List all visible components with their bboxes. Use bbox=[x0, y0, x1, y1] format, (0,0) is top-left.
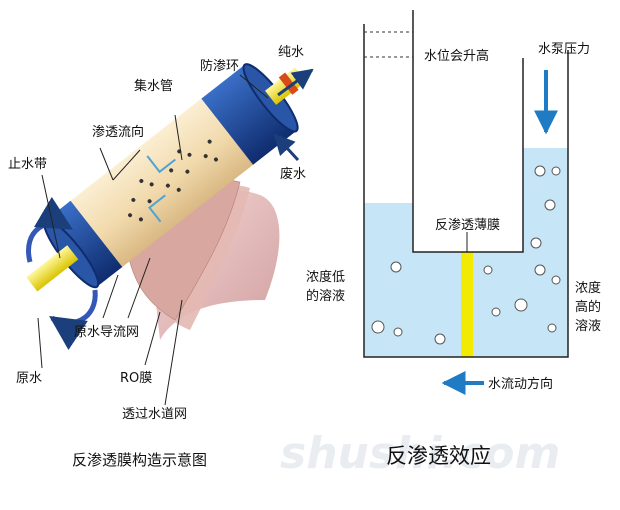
label-collect-pipe: 集水管 bbox=[134, 78, 173, 94]
label-low-conc-line2: 的溶液 bbox=[306, 288, 345, 304]
cartridge-body bbox=[68, 97, 255, 269]
label-high-conc-line1: 浓度 bbox=[575, 280, 601, 296]
label-permeate-direction: 渗透流向 bbox=[92, 124, 144, 140]
rotation-arrow-icon bbox=[49, 289, 98, 351]
ro-cartridge-illustration bbox=[26, 63, 314, 351]
cartridge-right-cap bbox=[201, 64, 297, 165]
osmosis-vessel bbox=[363, 10, 569, 395]
inner-tube bbox=[413, 10, 523, 252]
perforated-collect-pipe bbox=[128, 139, 218, 222]
label-flow-direction: 水流动方向 bbox=[488, 376, 553, 392]
permeate-flow-arrow bbox=[148, 194, 166, 223]
right-caption: 反渗透效应 bbox=[386, 444, 491, 468]
label-low-conc-line1: 浓度低 bbox=[306, 269, 345, 285]
solute-particles bbox=[371, 165, 561, 345]
watermark: shushi.com bbox=[280, 428, 560, 479]
pure-water-arrow bbox=[277, 68, 314, 97]
label-ro-membrane: RO膜 bbox=[120, 371, 152, 386]
waste-water-arrow bbox=[273, 133, 300, 162]
label-level-rises: 水位会升高 bbox=[424, 48, 489, 64]
leader-lines bbox=[37, 74, 269, 406]
label-ro-thin-membrane: 反渗透薄膜 bbox=[435, 218, 500, 233]
inner-tube-wall bbox=[412, 10, 524, 253]
label-waste-water: 废水 bbox=[280, 166, 306, 182]
rotation-arrow-icon bbox=[26, 196, 74, 263]
left-caption: 反渗透膜构造示意图 bbox=[72, 451, 207, 469]
label-water-stop-band: 止水带 bbox=[8, 157, 47, 172]
label-pump-pressure: 水泵压力 bbox=[538, 42, 590, 57]
ro-thin-membrane bbox=[461, 252, 473, 357]
permeate-flow-arrow bbox=[146, 155, 176, 174]
label-high-conc-line2: 高的 bbox=[575, 299, 601, 315]
label-permeate-channel-net: 透过水道网 bbox=[122, 407, 187, 422]
outer-vessel-wall bbox=[363, 24, 569, 358]
label-pure-water: 纯水 bbox=[278, 45, 304, 60]
label-anti-seep-ring: 防渗环 bbox=[200, 58, 239, 74]
label-feed-guide-net: 原水导流网 bbox=[74, 325, 139, 340]
label-feed-water: 原水 bbox=[16, 371, 42, 386]
collect-pipe-rod-left bbox=[26, 245, 79, 292]
label-high-conc-line3: 溶液 bbox=[575, 319, 601, 334]
